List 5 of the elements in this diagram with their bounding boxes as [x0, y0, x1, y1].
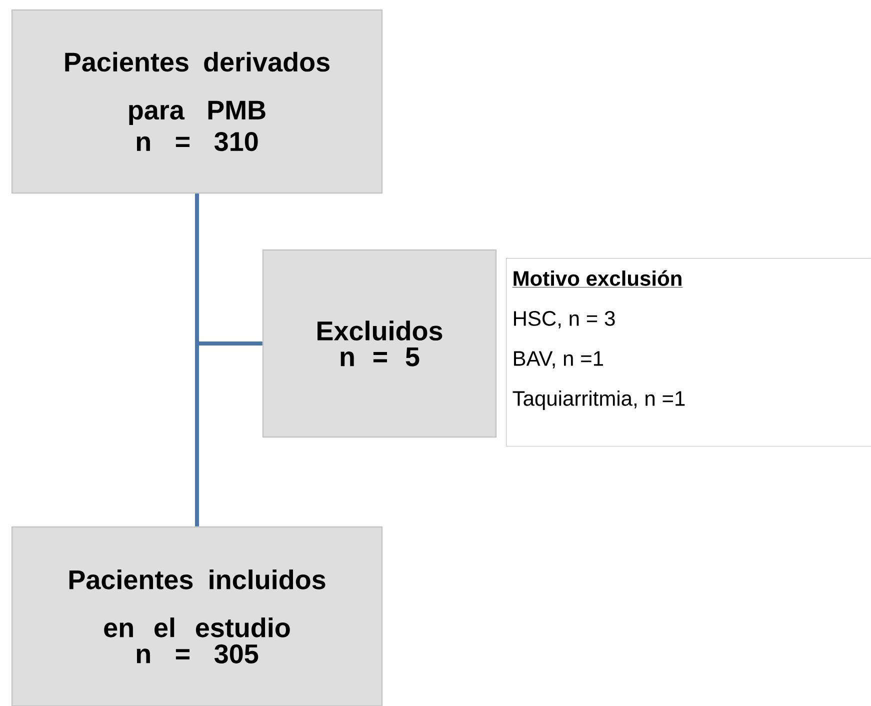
note-box: Motivo exclusión HSC, n = 3 BAV, n =1 Taquiarritmia, n =1: [506, 258, 871, 447]
process-box: Excluidos n = 5: [262, 249, 497, 438]
connector-line: [195, 194, 262, 346]
process-box: Pacientes incluidos en el estudio n = 305: [11, 526, 383, 706]
process-box: Pacientes derivados para PMB n = 310: [11, 9, 383, 194]
